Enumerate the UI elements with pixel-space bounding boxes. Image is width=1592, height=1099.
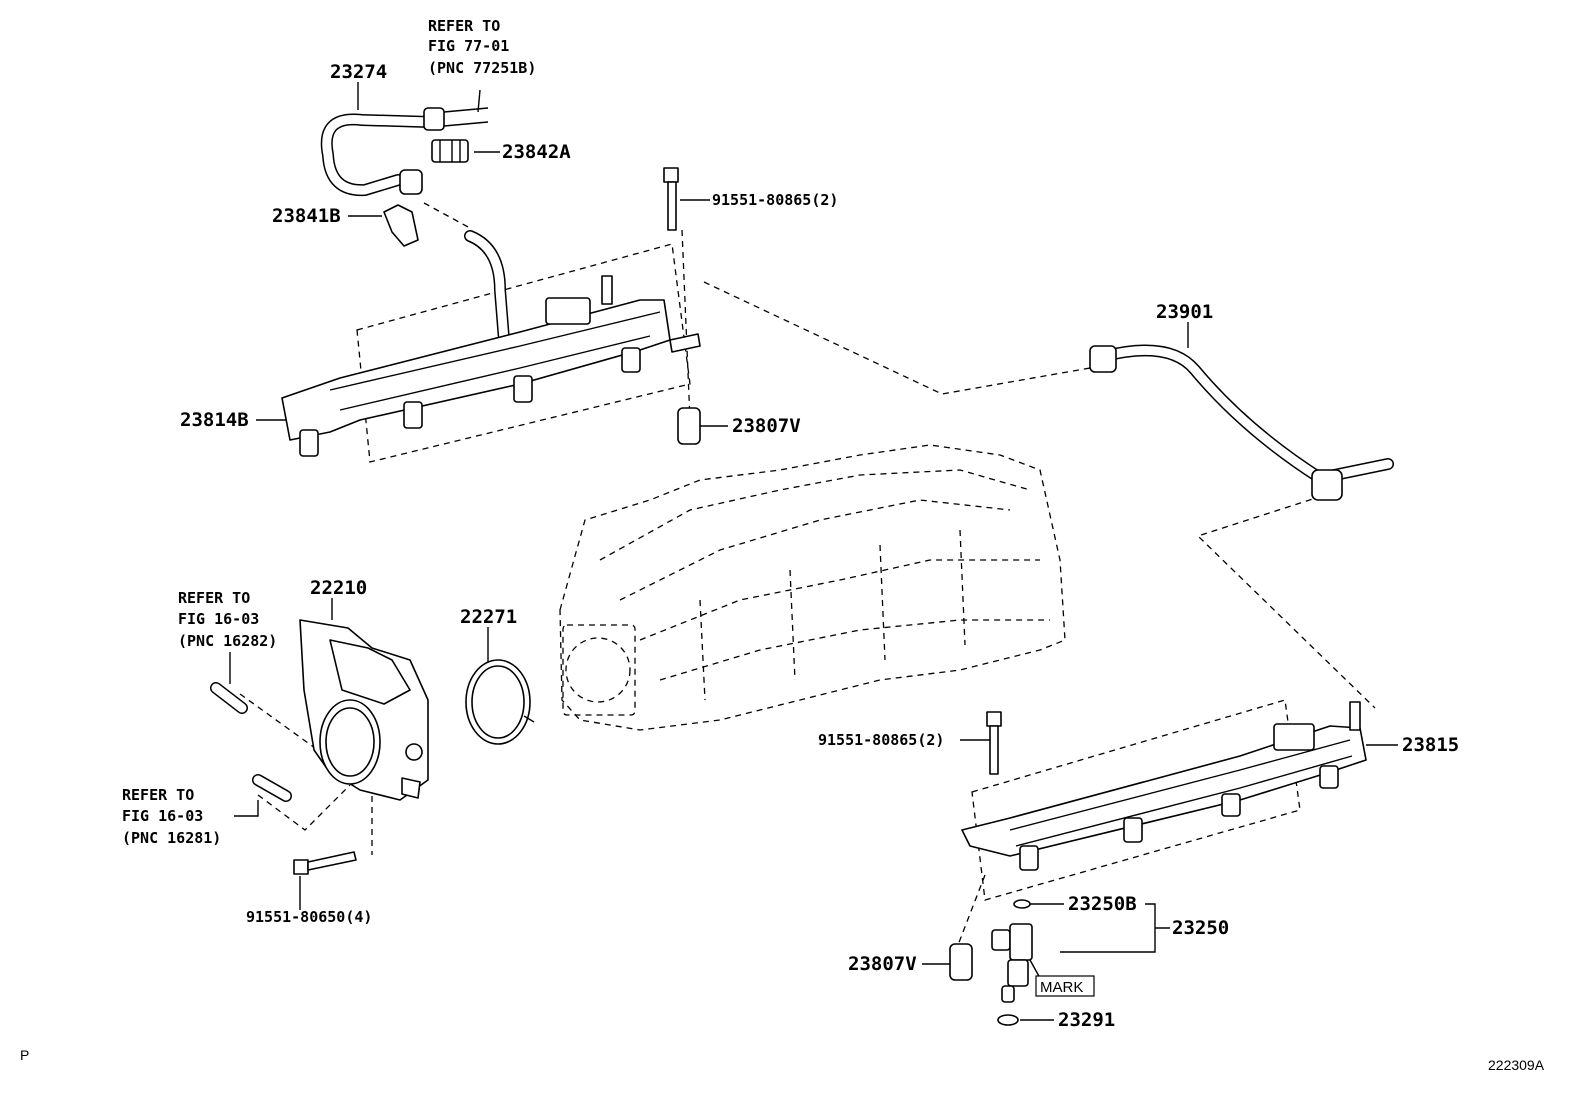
ref-fig16b: REFER TO FIG 16-03 (PNC 16281) xyxy=(122,786,221,847)
leader-lines xyxy=(229,82,1398,1021)
ref-fig16a-line3: (PNC 16282) xyxy=(178,632,277,650)
label-mark: MARK xyxy=(1040,979,1083,996)
ref-fig16b-line3: (PNC 16281) xyxy=(122,829,221,847)
ref-fig77-line2: FIG 77-01 xyxy=(428,37,509,55)
fuel-rail-23815 xyxy=(961,701,1367,871)
label-23815: 23815 xyxy=(1402,734,1459,756)
ref-fig16a-line1: REFER TO xyxy=(178,589,250,607)
insulator-23807V-top xyxy=(677,407,701,445)
bolt-mid xyxy=(986,711,1002,775)
label-91551-bottom: 91551-80650(4) xyxy=(246,908,372,926)
fuel-rail-23814B xyxy=(281,275,701,457)
label-23807V-top: 23807V xyxy=(732,415,801,437)
water-hose-16282 xyxy=(210,682,248,714)
clip-23842A xyxy=(431,139,469,163)
label-23274: 23274 xyxy=(330,61,387,83)
corner-label-left: P xyxy=(20,1047,29,1063)
clip-23841B xyxy=(383,204,419,247)
bolt-top xyxy=(663,167,679,231)
corner-label-right: 222309A xyxy=(1488,1057,1545,1073)
ref-fig16b-line2: FIG 16-03 xyxy=(122,807,203,825)
ref-fig77: REFER TO FIG 77-01 (PNC 77251B) xyxy=(428,17,536,77)
fuel-hose-23901 xyxy=(1089,344,1394,501)
label-23291: 23291 xyxy=(1058,1009,1115,1031)
label-23901: 23901 xyxy=(1156,301,1213,323)
label-22271: 22271 xyxy=(460,606,517,628)
fuel-line-left xyxy=(464,230,510,346)
gasket-22271 xyxy=(465,659,535,745)
ref-fig16a: REFER TO FIG 16-03 (PNC 16282) xyxy=(178,589,277,650)
label-22210: 22210 xyxy=(310,577,367,599)
label-23250B: 23250B xyxy=(1068,893,1137,915)
water-hose-16281 xyxy=(252,774,292,802)
label-23250: 23250 xyxy=(1172,917,1229,939)
fuel-injector-23250 xyxy=(991,899,1033,1026)
ref-fig77-line3: (PNC 77251B) xyxy=(428,59,536,77)
label-91551-mid: 91551-80865(2) xyxy=(818,731,944,749)
bolt-bottom-left xyxy=(293,851,357,875)
label-23842A: 23842A xyxy=(502,141,571,163)
insulator-23807V-bottom xyxy=(949,943,973,981)
ref-fig16b-line1: REFER TO xyxy=(122,786,194,804)
label-23807V-bottom: 23807V xyxy=(848,953,917,975)
intake-manifold xyxy=(559,444,1066,731)
label-23841B: 23841B xyxy=(272,205,341,227)
mark-callout: MARK xyxy=(1035,975,1095,997)
throttle-body-22210 xyxy=(299,619,429,801)
ref-fig16a-line2: FIG 16-03 xyxy=(178,610,259,628)
fuel-hose-23274 xyxy=(320,89,489,197)
label-91551-top: 91551-80865(2) xyxy=(712,191,838,209)
ref-fig77-line1: REFER TO xyxy=(428,17,500,35)
label-23814B: 23814B xyxy=(180,409,249,431)
